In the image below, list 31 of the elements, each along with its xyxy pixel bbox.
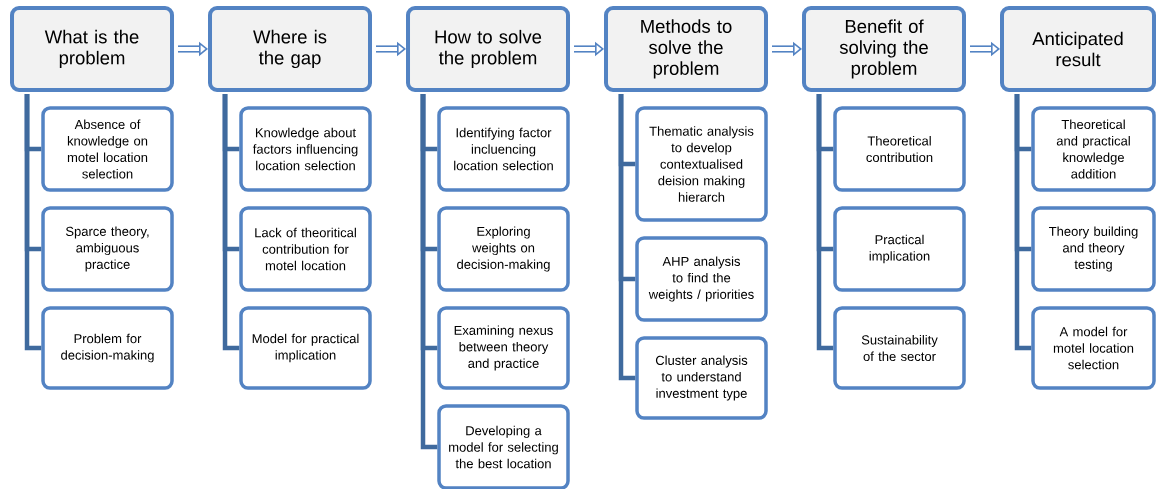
step-box: Problem for decision-making <box>41 306 174 390</box>
tree-connector <box>618 94 636 381</box>
header-box: Where is the gap <box>208 6 372 92</box>
header-box: Benefit of solving the problem <box>802 6 966 92</box>
step-box: Lack of theoritical contribution for motel location <box>239 206 372 292</box>
tree-connector <box>816 94 834 351</box>
step-box: Thematic analysis to develop contextualised deision making hierarch <box>635 106 768 222</box>
header-box: How to solve the problem <box>406 6 570 92</box>
header-box: Methods to solve the problem <box>604 6 768 92</box>
step-box: Theoretical and practical knowledge addition <box>1031 106 1156 192</box>
step-box: Sustainability of the sector <box>833 306 966 390</box>
step-box: Theory building and theory testing <box>1031 206 1156 292</box>
tree-connector <box>420 94 438 450</box>
step-box: Exploring weights on decision-making <box>437 206 570 292</box>
step-box: Cluster analysis to understand investment type <box>635 336 768 420</box>
header-box: What is the problem <box>10 6 174 92</box>
step-box: Examining nexus between theory and practice <box>437 306 570 390</box>
tree-connector <box>24 94 42 351</box>
tree-connector <box>1014 94 1032 351</box>
step-box: Model for practical implication <box>239 306 372 390</box>
step-box: A model for motel location selection <box>1031 306 1156 390</box>
step-box: AHP analysis to find the weights / priorities <box>635 236 768 322</box>
step-box: Theoretical contribution <box>833 106 966 192</box>
header-box: Anticipated result <box>1000 6 1156 92</box>
step-box: Identifying factor incluencing location selection <box>437 106 570 192</box>
step-box: Sparce theory, ambiguous practice <box>41 206 174 292</box>
step-box: Developing a model for selecting the best location <box>437 404 570 489</box>
step-box: Knowledge about factors influencing location selection <box>239 106 372 192</box>
tree-connector <box>222 94 240 351</box>
step-box: Absence of knowledge on motel location selection <box>41 106 174 192</box>
step-box: Practical implication <box>833 206 966 292</box>
